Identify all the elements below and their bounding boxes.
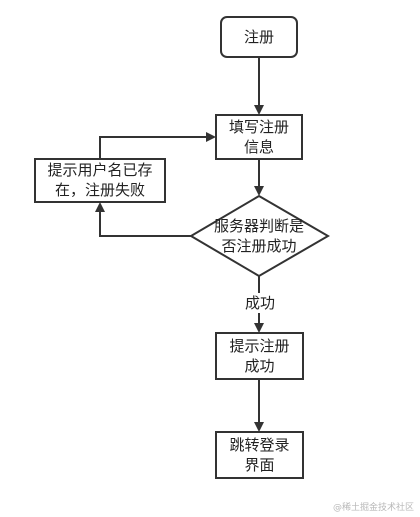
success-msg-text-line-2: 成功 (244, 357, 275, 375)
success-msg-text-line-1: 提示注册 (229, 337, 290, 355)
fill-info-text-line-2: 信息 (243, 138, 274, 156)
exists-fail-text-line-2: 在，注册失败 (54, 181, 145, 199)
watermark: @稀土掘金技术社区 (332, 503, 414, 513)
fill-info-label: 填写注册 信息 (216, 117, 302, 157)
goto-login-text-line-1: 跳转登录 (229, 436, 290, 454)
goto-login-label: 跳转登录 界面 (216, 435, 303, 475)
success-msg-node (215, 332, 304, 380)
edge-success-text: 成功 (244, 294, 275, 312)
server-check-text-line-2: 否注册成功 (221, 237, 297, 255)
fill-info-text-line-1: 填写注册 (228, 118, 289, 136)
edge-success-label: 成功 (232, 293, 288, 313)
register-label: 注册 (221, 27, 297, 47)
goto-login-node (215, 431, 304, 479)
register-text-line-1: 注册 (243, 28, 274, 46)
success-msg-label: 提示注册 成功 (216, 336, 303, 376)
exists-fail-label: 提示用户名已存 在，注册失败 (35, 160, 165, 200)
fill-info-node (215, 114, 303, 160)
server-check-label: 服务器判断是 否注册成功 (196, 216, 322, 256)
server-check-text-line-1: 服务器判断是 (213, 217, 304, 235)
edge-check-to-fail (95, 202, 191, 237)
edge-fail-to-fill (99, 132, 216, 159)
exists-fail-text-line-1: 提示用户名已存 (47, 161, 153, 179)
goto-login-text-line-2: 界面 (244, 456, 275, 474)
